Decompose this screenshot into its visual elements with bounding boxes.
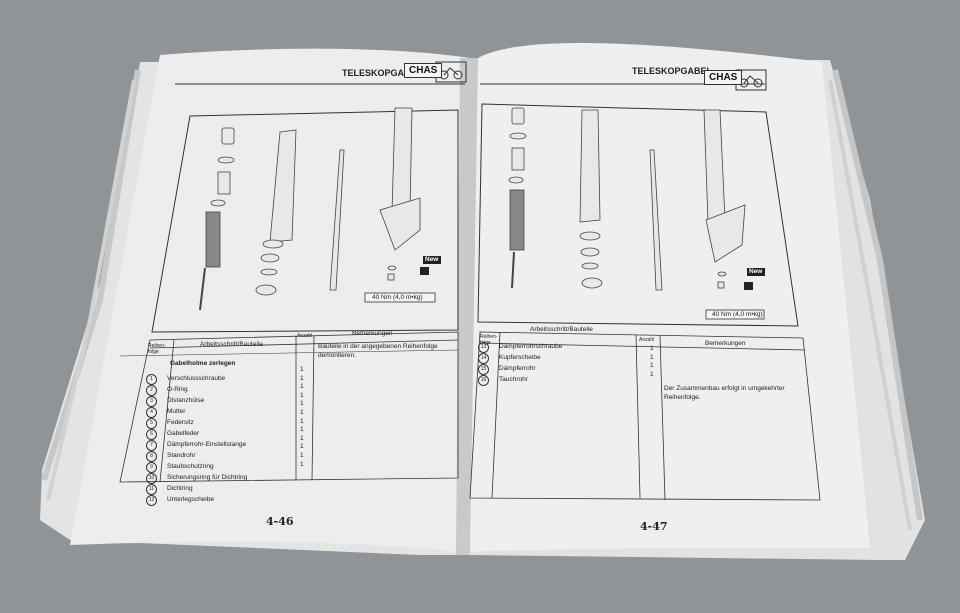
left-section-badge: CHAS — [404, 63, 443, 78]
step-number-badge: 11 — [146, 484, 157, 495]
list-item: 4 Mutter — [146, 407, 247, 418]
right-remark: Der Zusammenbau erfolgt in umgekehrter R… — [664, 385, 785, 401]
step-number-badge: 15 — [478, 364, 489, 375]
right-diagram-frame — [477, 103, 799, 327]
list-item: 3 Distanzhülse — [146, 396, 247, 407]
step-quantity: 1 — [300, 366, 304, 373]
step-name: Dämpferrohr-Einstellstange — [167, 441, 247, 448]
left-remark: Bauteile in der angegebenen Reihenfolge … — [318, 343, 438, 359]
list-item: 13 Dämpferrohrschraube — [478, 342, 562, 353]
right-new-label: New — [749, 268, 763, 275]
step-number-badge: 9 — [146, 462, 157, 473]
left-page — [70, 48, 470, 553]
list-item: 15 Dämpferrohr — [478, 364, 562, 375]
list-item: 5 Federsitz — [146, 418, 247, 429]
step-name: Distanzhülse — [167, 397, 205, 404]
left-col-step: Arbeitsschritt/Bauteile — [200, 341, 263, 348]
left-diagram-frame — [151, 109, 459, 333]
left-col-qty: Anzahl — [297, 333, 313, 339]
step-quantity: 1 — [650, 353, 654, 361]
right-col-remarks: Bemerkungen — [705, 340, 746, 347]
step-quantity: 1 — [650, 345, 654, 352]
list-item: 11 Dichtring — [146, 484, 247, 495]
step-name: Kupferscheibe — [499, 354, 541, 361]
left-col-remarks: Bemerkungen — [352, 330, 393, 337]
left-step-list: 1 Verschlussschraube 2 O-Ring 3 Distanzhülse 4… — [146, 374, 247, 506]
step-number-badge: 1 — [146, 374, 157, 385]
right-torque-label: 40 Nm (4,0 m•kg) — [712, 311, 763, 318]
left-header-title: TELESKOPGABEL — [342, 68, 423, 78]
right-parts-table — [469, 331, 821, 501]
step-quantity: 1 — [300, 391, 304, 399]
step-name: Federsitz — [167, 419, 194, 426]
step-number-badge: 16 — [478, 375, 489, 386]
step-quantity: 1 — [650, 370, 654, 378]
step-quantity: 1 — [300, 451, 304, 459]
step-name: Mutter — [167, 408, 186, 415]
step-number-badge: 14 — [478, 353, 489, 364]
step-quantity: 1 — [300, 400, 304, 408]
step-name: Tauchrohr — [499, 376, 528, 383]
step-number-badge: 8 — [146, 451, 157, 462]
left-new-label: New — [425, 256, 439, 263]
step-name: Gabelfeder — [167, 430, 200, 437]
step-quantity: 1 — [300, 383, 304, 391]
step-quantity: 1 — [300, 417, 304, 425]
list-item: 2 O-Ring — [146, 385, 247, 396]
step-name: Dämpferrohr — [499, 365, 536, 372]
left-group-title: Gabelholme zerlegen — [170, 360, 236, 367]
list-item: 14 Kupferscheibe — [478, 353, 562, 364]
step-name: Verschlussschraube — [167, 375, 226, 382]
step-name: Staubschutzring — [167, 463, 214, 470]
right-page-number: 4-47 — [640, 520, 668, 533]
list-item: 10 Sicherungsring für Dichtring — [146, 473, 247, 484]
step-number-badge: 6 — [146, 429, 157, 440]
left-page-number: 4-46 — [266, 515, 294, 528]
left-torque-label: 40 Nm (4,0 m•kg) — [372, 294, 423, 301]
right-col-qty: Anzahl — [639, 337, 655, 343]
list-item: 7 Dämpferrohr-Einstellstange — [146, 440, 247, 451]
step-quantity: 1 — [300, 426, 304, 434]
right-col-step: Arbeitsschritt/Bauteile — [530, 326, 593, 333]
spine-shadow — [456, 58, 478, 555]
right-step-list: 13 Dämpferrohrschraube 14 Kupferscheibe 15 Dä… — [478, 342, 562, 386]
list-item: 16 Tauchrohr — [478, 375, 562, 386]
step-quantity: 1 — [300, 460, 304, 468]
step-name: O-Ring — [167, 386, 188, 393]
step-quantity: 1 — [650, 362, 654, 370]
step-quantity: 1 — [300, 434, 304, 442]
left-col-order: Reihen-folge — [148, 343, 166, 355]
list-item: 12 Unterlegscheibe — [146, 495, 247, 506]
right-section-badge: CHAS — [704, 70, 743, 85]
step-number-badge: 10 — [146, 473, 157, 484]
left-exploded-parts — [199, 107, 421, 311]
right-page — [462, 42, 870, 552]
step-number-badge: 7 — [146, 440, 157, 451]
step-number-badge: 4 — [146, 407, 157, 418]
step-name: Unterlegscheibe — [167, 496, 214, 503]
step-number-badge: 2 — [146, 385, 157, 396]
step-quantity: 1 — [300, 443, 304, 451]
step-number-badge: 13 — [478, 342, 489, 353]
step-name: Dichtring — [167, 485, 193, 492]
step-number-badge: 3 — [146, 396, 157, 407]
step-number-badge: 5 — [146, 418, 157, 429]
step-name: Sicherungsring für Dichtring — [167, 474, 248, 481]
list-item: 6 Gabelfeder — [146, 429, 247, 440]
step-name: Standrohr — [167, 452, 196, 459]
step-quantity: 1 — [300, 374, 304, 382]
list-item: 1 Verschlussschraube — [146, 374, 247, 385]
step-quantity: 1 — [300, 408, 304, 416]
left-parts-table — [119, 331, 459, 483]
step-number-badge: 12 — [146, 495, 157, 506]
list-item: 8 Standrohr — [146, 451, 247, 462]
right-exploded-parts — [508, 107, 746, 291]
list-item: 9 Staubschutzring — [146, 462, 247, 473]
step-name: Dämpferrohrschraube — [499, 343, 563, 350]
right-header-title: TELESKOPGABEL — [632, 66, 713, 76]
